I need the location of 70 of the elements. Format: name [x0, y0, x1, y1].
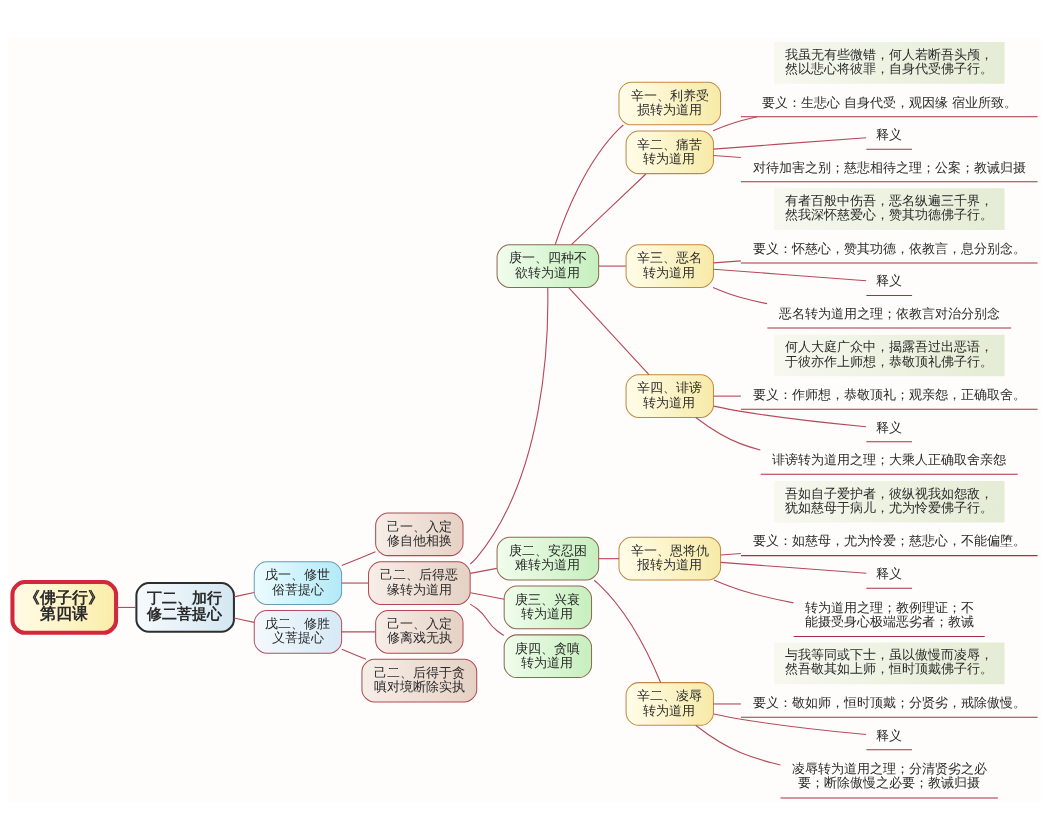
connector: [713, 405, 867, 428]
node-box: 己二、后得恶缘转为道用: [368, 561, 471, 605]
connector: [469, 603, 505, 637]
node-box: 戊一、修世俗菩提心: [253, 561, 343, 605]
connector: [713, 579, 795, 604]
node-text: 要义：敬如师，恒时顶戴；分贤劣，戒除傲慢。: [753, 695, 1027, 711]
node-box: 己一、入定修离戏无执: [375, 610, 464, 654]
node-box: 戊二、修胜义菩提心: [253, 610, 343, 654]
connector: [570, 173, 647, 246]
node-box: 辛一、利养受损转为道用: [618, 81, 722, 126]
node-box: 《佛子行》第四课: [10, 580, 119, 635]
connector: [233, 617, 255, 623]
connector: [695, 724, 781, 766]
node-text: 释义: [876, 273, 903, 289]
node-text: 要义：生悲心 自身代受，观因缘 宿业所致。: [762, 94, 1018, 110]
node-box: 庚四、贪嗔转为道用: [503, 634, 593, 679]
node-box: 丁二、加行修二菩提心: [135, 582, 235, 633]
connector: [720, 561, 867, 574]
node-box: 辛二、痛苦转为道用: [625, 130, 714, 175]
node-box: 有者百般中伤吾，恶名纵遍三千界，然我深怀慈爱心，赞其功德佛子行。: [773, 188, 1005, 230]
node-text: 要义：如慈母，尤为怜爱；慈悲心，不能偏堕。: [753, 533, 1027, 549]
connector: [341, 551, 376, 567]
connector: [341, 648, 367, 660]
connector: [712, 395, 742, 397]
node-box: 吾如自子爱护者，彼纵视我如怨敌，犹如慈母于病儿，尤为怜爱佛子行。: [773, 480, 1005, 523]
node-box: 己二、后得于贪嗔对境断除实执: [361, 658, 478, 703]
connector: [712, 154, 742, 159]
node-box: 辛四、诽谤转为道用: [625, 374, 714, 418]
connector: [713, 713, 867, 736]
node-text: 要义：作师想，恭敬顶礼；观亲怨，正确取舍。: [753, 387, 1027, 403]
connector: [712, 703, 742, 705]
node-box: 与我等同或下士，虽以傲慢而凌辱，然吾敬其如上师，恒时顶戴佛子行。: [773, 642, 1005, 685]
connector: [593, 579, 662, 683]
node-box: 何人大庭广众中，揭露吾过出恶语，于彼亦作上师想，恭敬顶礼佛子行。: [773, 334, 1005, 377]
connector: [712, 287, 768, 305]
connector: [712, 137, 867, 150]
node-box: 我虽无有些微错，何人若断吾头颅，然以悲心将彼罪，自身代受佛子行。: [773, 42, 1005, 84]
connector: [341, 631, 376, 633]
node-box: 己一、入定修自他相换: [375, 512, 464, 557]
connector: [233, 591, 255, 598]
node-text: 要义：怀慈心，赞其功德，依教言，息分别念。: [753, 240, 1027, 256]
node-text: 恶名转为道用之理；依教言对治分别念: [778, 305, 1000, 321]
node-box: 辛三、恶名转为道用: [625, 244, 714, 288]
node-text: 释义: [876, 419, 903, 435]
node-text: 诽谤转为道用之理；大乘人正确取舍亲怨: [772, 452, 1007, 468]
connector: [554, 124, 624, 246]
node-box: 庚二、安忍困难转为道用: [496, 536, 600, 581]
connector: [712, 260, 742, 264]
connector: [720, 552, 742, 556]
connector: [568, 287, 650, 376]
node-text: 对待加害之别；慈悲相待之理；公案；教诫归摄: [753, 159, 1027, 175]
connector: [598, 265, 627, 267]
node-text: 释义: [876, 727, 903, 743]
connector: [712, 116, 758, 132]
node-text: 释义: [876, 127, 903, 143]
connector: [469, 567, 498, 574]
node-box: 庚一、四种不欲转为道用: [496, 244, 600, 288]
node-text: 转为道用之理；教例理证；不能摄受身心极端恶劣者；教诫: [804, 599, 974, 629]
connector: [598, 558, 620, 560]
connector: [695, 416, 761, 451]
node-box: 辛二、凌辱转为道用: [625, 682, 714, 726]
node-text: 释义: [876, 565, 903, 581]
connector: [341, 582, 369, 584]
node-text: 凌辱转为道用之理；分清贤劣之必要；断除傲慢之必要；教诫归摄: [791, 761, 987, 791]
connector: [469, 592, 505, 600]
node-box: 庚三、兴衰转为道用: [503, 585, 593, 630]
connector: [469, 287, 549, 565]
connector: [712, 268, 867, 282]
connector: [115, 606, 137, 608]
node-box: 辛一、恩将仇报转为道用: [618, 536, 722, 581]
